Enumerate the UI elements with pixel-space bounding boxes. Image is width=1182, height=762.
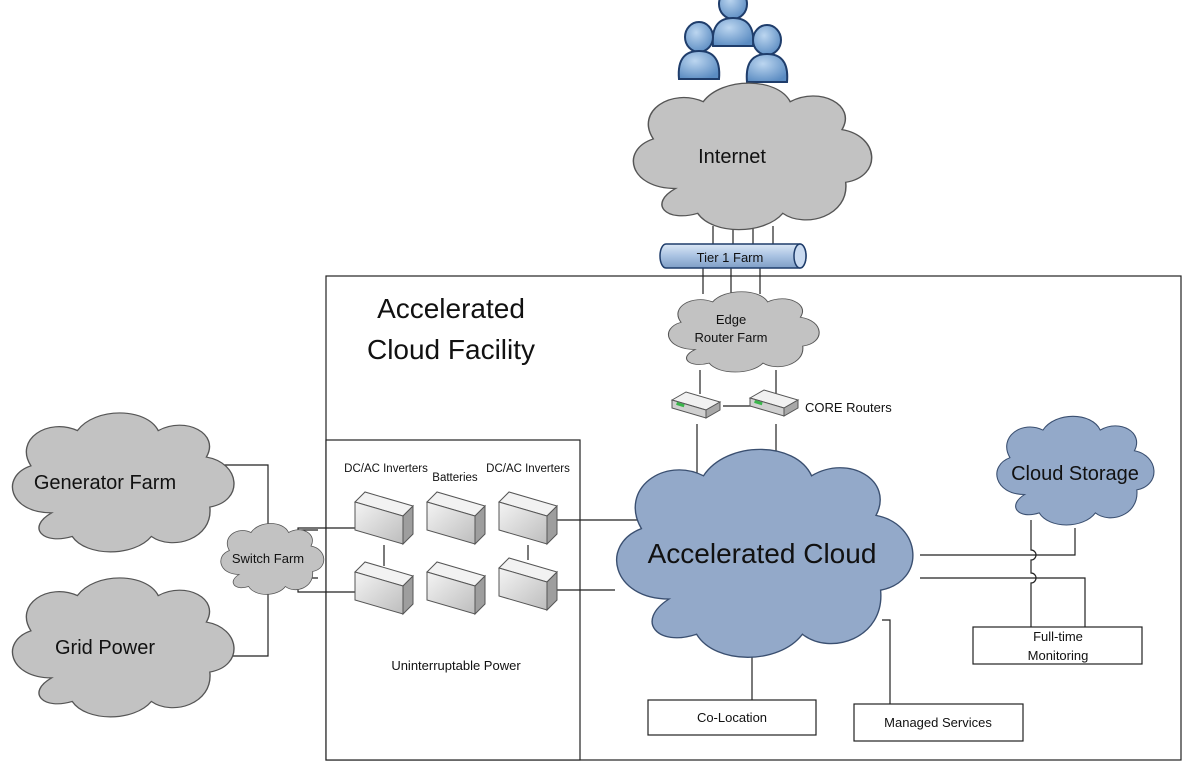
switch-farm-cloud: Switch Farm xyxy=(220,523,325,595)
internet-cloud: Internet xyxy=(632,82,873,231)
users-icon xyxy=(677,0,789,83)
generator-farm-label: Generator Farm xyxy=(34,472,176,494)
uninterruptable-power-label: Uninterruptable Power xyxy=(391,658,521,673)
grid-power-label: Grid Power xyxy=(55,637,155,659)
internet-label: Internet xyxy=(698,146,766,168)
accelerated-cloud: Accelerated Cloud xyxy=(615,448,915,659)
switch-farm-label: Switch Farm xyxy=(232,551,304,566)
accelerated-cloud-label: Accelerated Cloud xyxy=(648,538,877,569)
managed-services-box xyxy=(853,703,1024,742)
edge-router-label-line2: Router Farm xyxy=(695,330,768,345)
monitoring-label-line2: Monitoring xyxy=(1028,648,1089,663)
monitoring-label-line1: Full-time xyxy=(1033,629,1083,644)
co-location-label: Co-Location xyxy=(697,710,767,725)
facility-title-line1: Accelerated xyxy=(377,293,525,324)
managed-services-label: Managed Services xyxy=(884,715,992,730)
dc-ac-inverters-right-label: DC/AC Inverters xyxy=(486,463,570,475)
co-location-box xyxy=(647,699,817,736)
batteries-label: Batteries xyxy=(432,472,478,484)
edge-router-label-line1: Edge xyxy=(716,312,746,327)
facility-title-line2: Cloud Facility xyxy=(367,334,535,365)
monitoring-box xyxy=(972,626,1143,665)
cloud-storage-label: Cloud Storage xyxy=(1011,463,1139,485)
cloud-storage-cloud: Cloud Storage xyxy=(996,415,1155,526)
core-routers-label: CORE Routers xyxy=(805,400,892,415)
generator-farm-cloud: Generator Farm xyxy=(11,412,235,553)
dc-ac-inverters-left-label: DC/AC Inverters xyxy=(344,463,428,475)
tier1-farm-label: Tier 1 Farm xyxy=(697,250,764,265)
grid-power-cloud: Grid Power xyxy=(11,577,235,718)
tier1-farm-pipe: Tier 1 Farm xyxy=(659,243,807,269)
edge-router-farm-cloud: Edge Router Farm xyxy=(667,291,820,373)
